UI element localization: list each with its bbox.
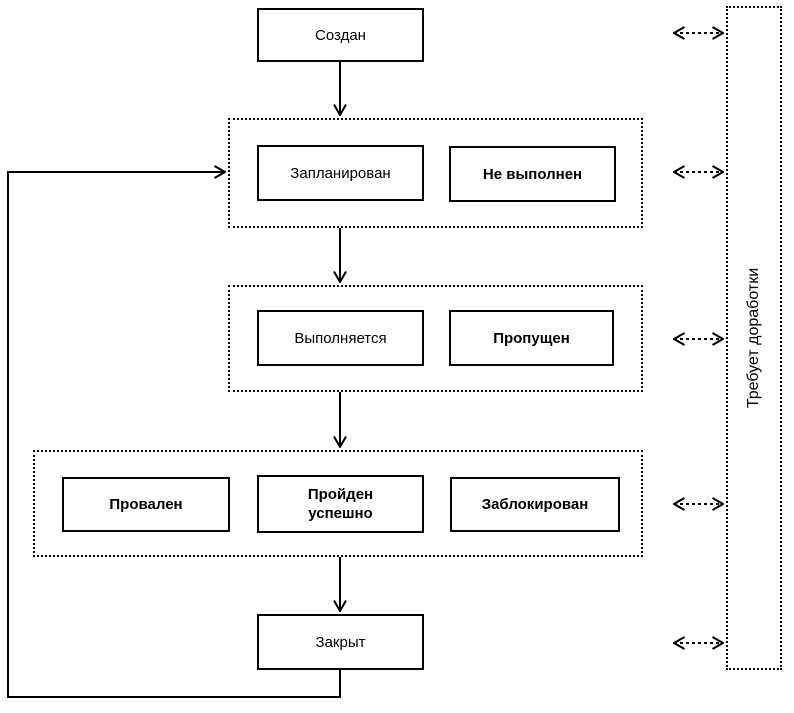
- node-passed: Пройден успешно: [257, 475, 424, 533]
- group-result-states: [33, 450, 643, 557]
- node-in-progress: Выполняется: [257, 310, 424, 366]
- node-failed: Провален: [62, 477, 230, 532]
- rework-panel-label: Требует доработки: [745, 267, 762, 409]
- arrow-closed-loopback-to-planned-group: [7, 172, 341, 698]
- node-planned: Запланирован: [257, 145, 424, 201]
- rework-panel: Требует доработки: [726, 6, 782, 670]
- group-planned-states: [228, 118, 643, 228]
- group-progress-states: [228, 285, 643, 392]
- node-not-executed: Не выполнен: [449, 146, 616, 202]
- node-closed: Закрыт: [257, 614, 424, 670]
- node-blocked: Заблокирован: [450, 477, 620, 532]
- node-skipped: Пропущен: [449, 310, 614, 366]
- node-created: Создан: [257, 8, 424, 62]
